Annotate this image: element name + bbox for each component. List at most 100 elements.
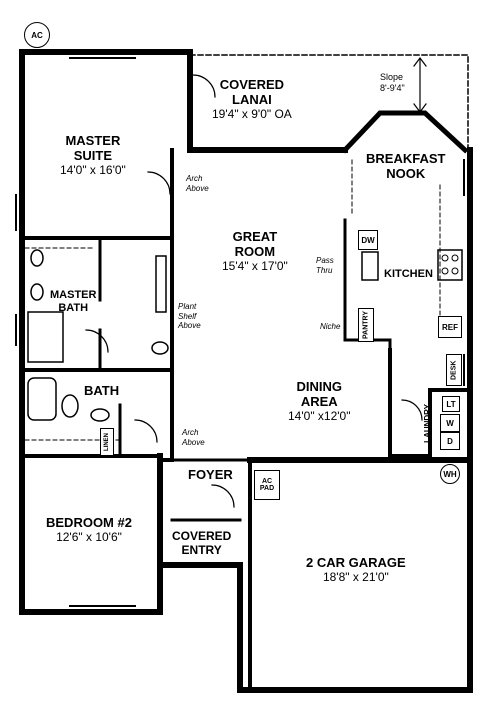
pantry-tag: PANTRY — [358, 308, 374, 342]
exterior-wall — [157, 562, 243, 615]
arch-above-note-2: Arch Above — [182, 428, 205, 447]
breakfast-nook-label: BREAKFAST NOOK — [366, 151, 446, 182]
garage-dims: 18'8" x 21'0" — [322, 569, 389, 584]
door-swing — [147, 171, 171, 195]
great-room-name-2: ROOM — [234, 243, 276, 259]
arch-above-note: Arch Above — [186, 174, 209, 193]
covered-entry-name-1: COVERED — [172, 529, 232, 543]
niche-note: Niche — [320, 322, 340, 332]
master-bath-name-2: BATH — [58, 301, 89, 314]
garage-name: 2 CAR GARAGE — [306, 555, 406, 570]
ac-pad-2: PAD — [259, 485, 275, 492]
ref-tag: REF — [438, 316, 462, 338]
plant-shelf-note: Plant Shelf Above — [178, 302, 201, 331]
window — [463, 159, 471, 196]
desk-text: DESK — [450, 360, 458, 380]
dryer-tag: D — [440, 432, 460, 450]
burner — [441, 254, 449, 262]
kitchen-name: KITCHEN — [384, 268, 433, 280]
toilet — [61, 394, 79, 418]
burner — [451, 254, 459, 262]
ac-pad-tag: AC PAD — [254, 470, 280, 500]
niche-text: Niche — [320, 322, 341, 331]
pantry-text: PANTRY — [362, 311, 370, 339]
master-suite-label: MASTER SUITE 14'0" x 16'0" — [60, 133, 126, 178]
plant-shelf — [155, 255, 167, 313]
interior-wall — [388, 348, 472, 458]
bedroom2-name: BEDROOM #2 — [46, 515, 132, 530]
kitchen-sink — [361, 251, 379, 281]
arch-above-1b: Above — [186, 183, 209, 193]
door-swing — [134, 419, 158, 443]
dw-tag: DW — [358, 230, 378, 250]
washer-text: W — [446, 418, 454, 428]
slope-value: 8'-9'4" — [380, 82, 405, 93]
bath-name: BATH — [84, 383, 120, 398]
great-room-label: GREAT ROOM 15'4" x 17'0" — [222, 229, 288, 274]
great-room-name-1: GREAT — [232, 229, 278, 244]
range — [437, 249, 463, 281]
lanai-label: COVERED LANAI 19'4" x 9'0" OA — [212, 77, 292, 122]
burner — [441, 267, 449, 275]
covered-entry-label: COVERED ENTRY — [172, 529, 232, 558]
ac-pad-1: AC — [261, 478, 273, 485]
pass-thru-2: Thru — [316, 265, 333, 275]
lt-text: LT — [446, 399, 456, 409]
toilet — [151, 341, 169, 355]
laundry-text: LAUNDRY — [423, 404, 432, 443]
window — [69, 51, 136, 59]
lanai-outline — [189, 54, 469, 151]
dryer-text: D — [447, 436, 453, 446]
bath-label: BATH — [84, 383, 120, 399]
bathtub — [27, 377, 57, 421]
plant-shelf-3: Above — [178, 321, 201, 331]
burner — [451, 267, 459, 275]
lanai-name-2: LANAI — [232, 91, 272, 107]
kitchen-label: KITCHEN — [384, 268, 433, 281]
slope-note: Slope 8'-9'4" — [380, 72, 405, 94]
nook-bay — [341, 110, 469, 154]
window — [15, 314, 23, 346]
shower — [27, 311, 64, 363]
dining-name-2: AREA — [300, 393, 338, 409]
bedroom2-dims: 12'6" x 10'6" — [56, 529, 122, 544]
arch-above-1: Arch — [186, 174, 203, 183]
dw-text: DW — [361, 235, 375, 245]
desk-tag: DESK — [446, 354, 462, 386]
door-swing — [211, 484, 235, 508]
vanity-sink — [90, 408, 110, 422]
arch-above-2: Arch — [182, 428, 199, 437]
dining-name-1: DINING — [296, 379, 342, 394]
door-swing — [192, 74, 216, 98]
garage-label: 2 CAR GARAGE 18'8" x 21'0" — [306, 555, 406, 585]
linen-text: LINEN — [104, 433, 110, 451]
laundry-tag: LAUNDRY — [423, 404, 432, 443]
ref-text: REF — [442, 322, 458, 332]
window — [69, 605, 136, 613]
washer-tag: W — [440, 414, 460, 432]
vanity-sink — [30, 249, 44, 267]
dashed-cabinets — [24, 159, 441, 441]
pass-thru-1: Pass — [316, 256, 334, 265]
exterior-wall — [237, 597, 473, 693]
master-suite-name-2: SUITE — [73, 147, 113, 163]
exterior-wall — [247, 427, 473, 693]
ac-text: AC — [31, 30, 43, 40]
breakfast-nook-name-1: BREAKFAST — [366, 151, 446, 166]
foyer-wall — [170, 458, 252, 522]
master-bath-label: MASTER BATH — [50, 289, 96, 314]
master-suite-dims: 14'0" x 16'0" — [60, 162, 126, 177]
door-swing — [401, 399, 423, 421]
arch-above-2b: Above — [182, 437, 205, 447]
slope-arrow — [413, 57, 427, 113]
lt-tag: LT — [442, 396, 460, 412]
master-suite-name-1: MASTER — [65, 133, 121, 148]
plant-shelf-1: Plant — [178, 302, 197, 311]
bedroom2-label: BEDROOM #2 12'6" x 10'6" — [46, 515, 132, 545]
breakfast-nook-name-2: NOOK — [386, 165, 426, 181]
pass-thru-note: Pass Thru — [316, 256, 334, 275]
dining-dims: 14'0" x12'0" — [288, 408, 351, 423]
great-room-dims: 15'4" x 17'0" — [222, 258, 288, 273]
covered-entry-name-2: ENTRY — [181, 542, 222, 557]
